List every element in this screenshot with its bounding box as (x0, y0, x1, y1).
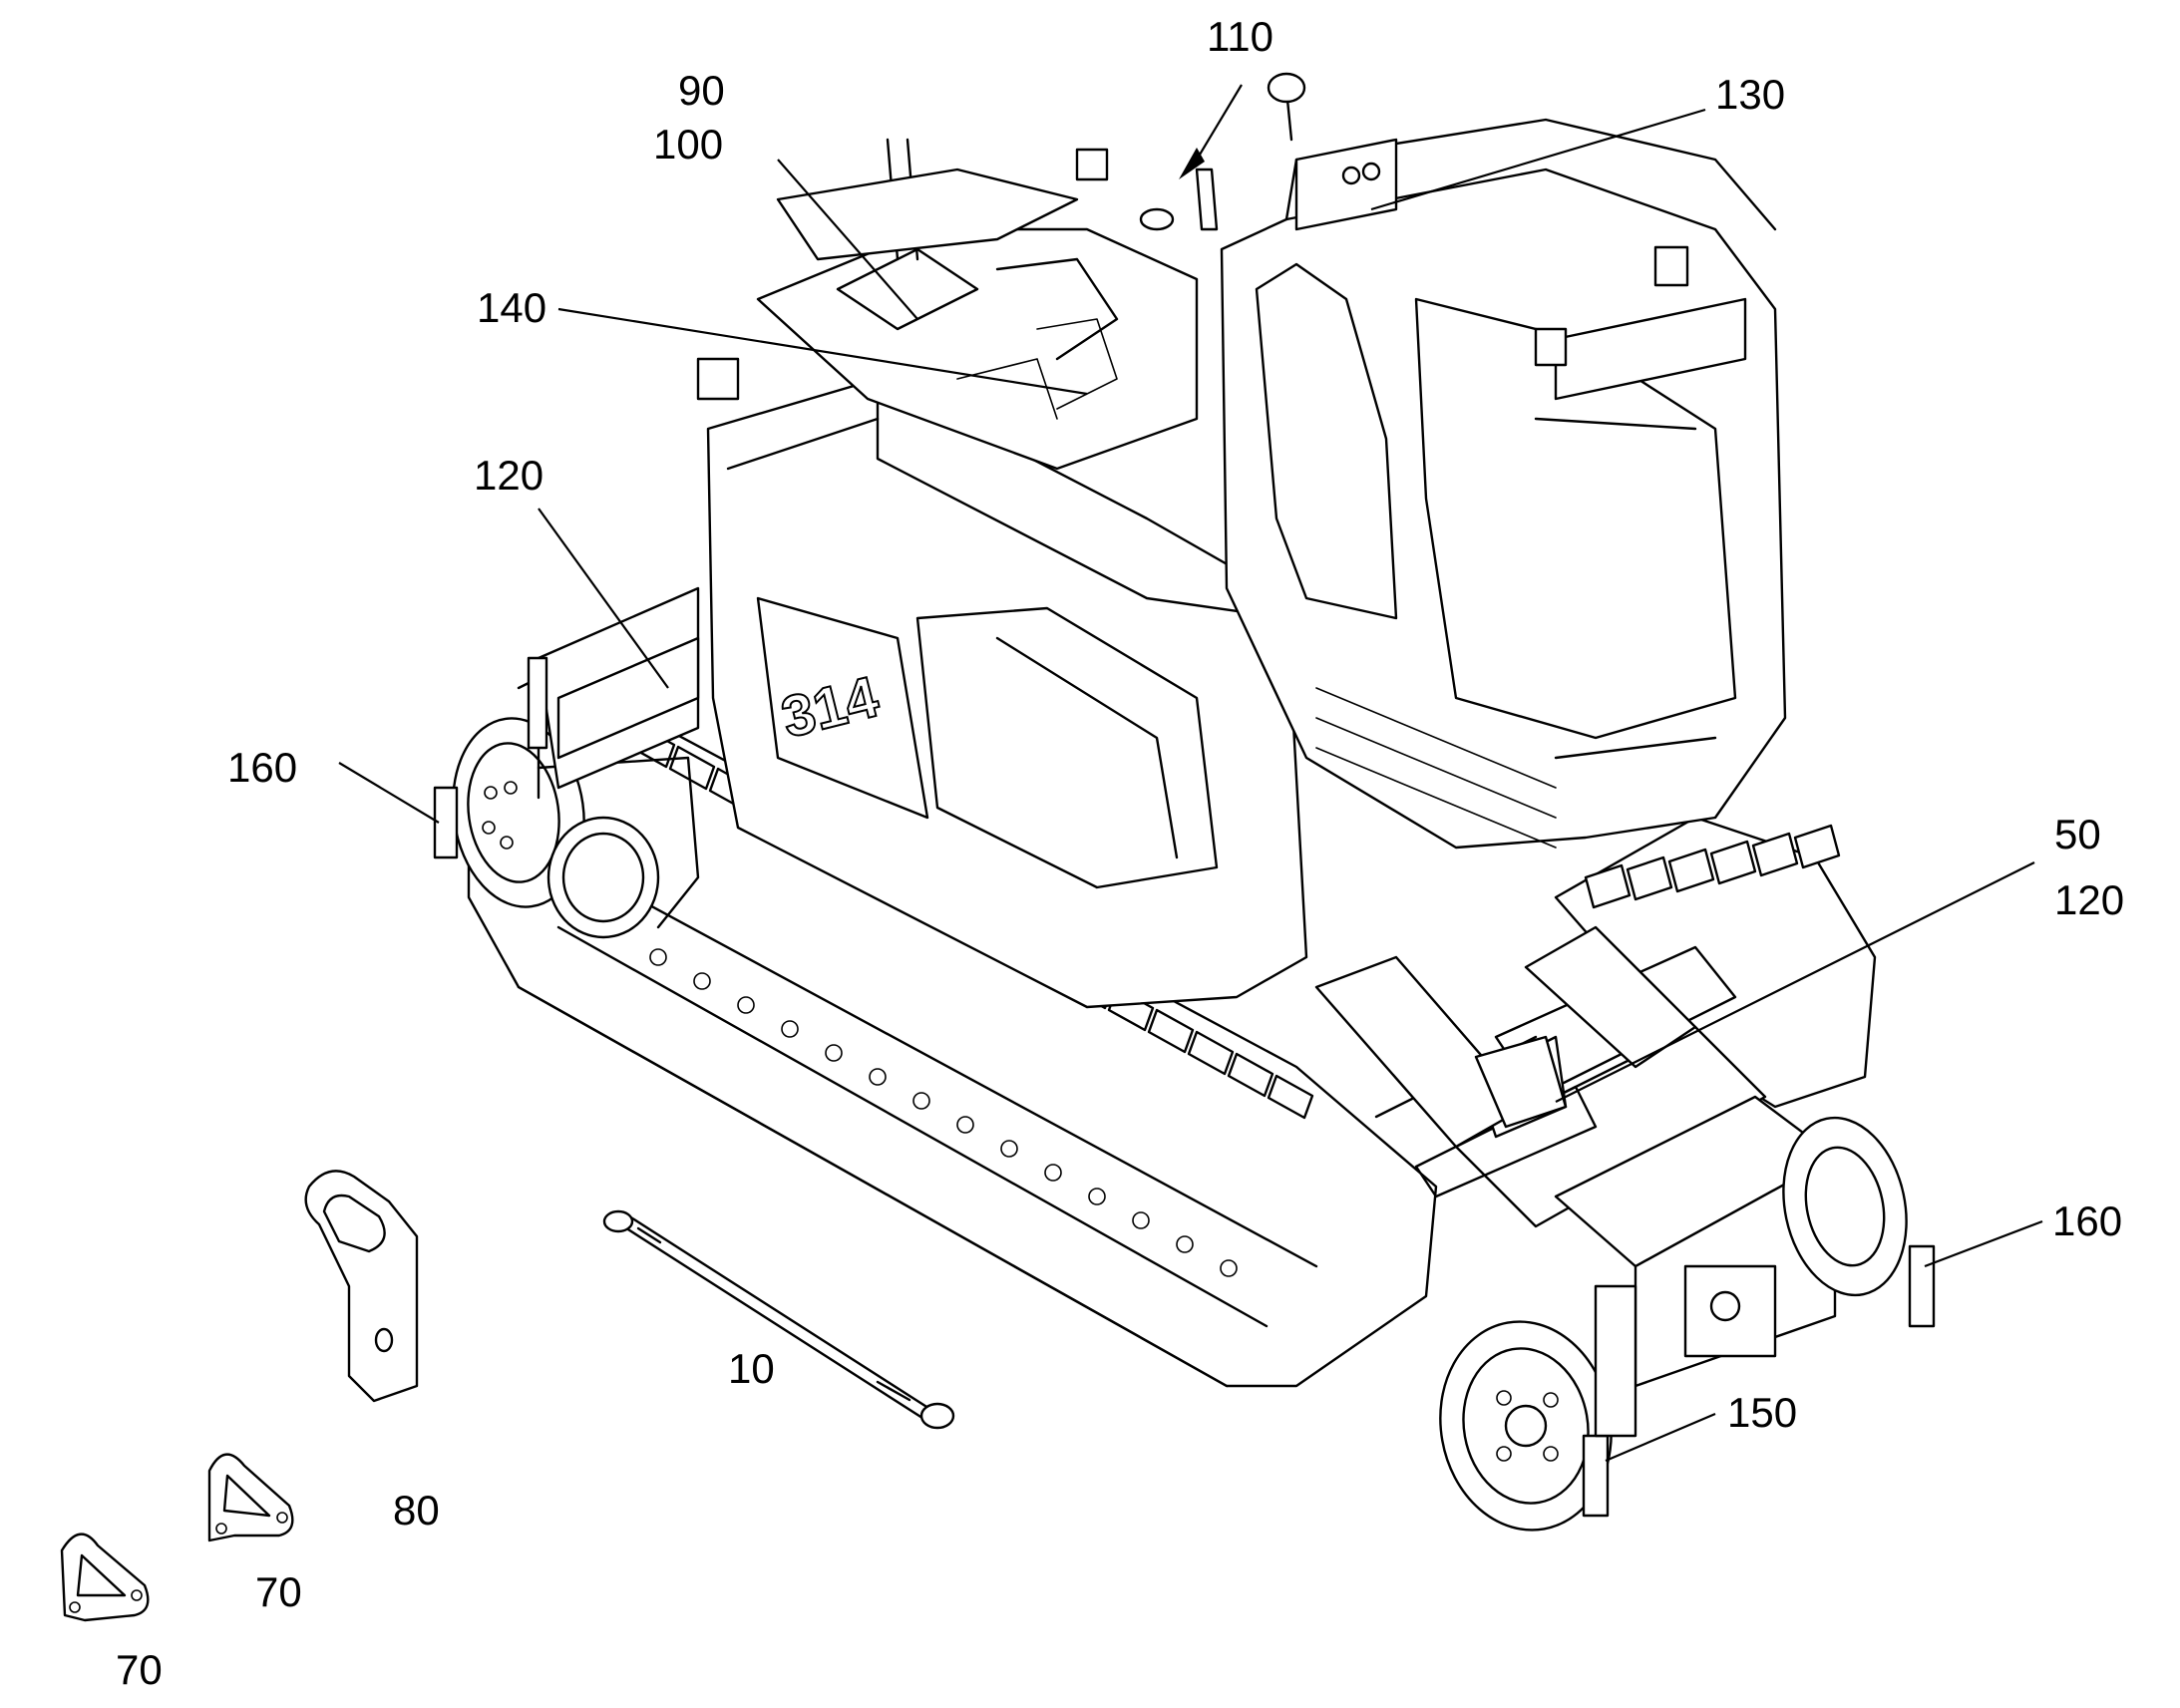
label-110: 110 (1207, 13, 1273, 60)
track-roller (649, 948, 667, 966)
track-pad (1147, 1008, 1195, 1054)
lifting-eye-70-mid (207, 1453, 294, 1542)
leader-140 (557, 307, 1088, 396)
leader-130 (1370, 108, 1706, 211)
left-rail-frame (517, 586, 700, 800)
track-roller (825, 1044, 843, 1062)
label-160-left: 160 (227, 744, 298, 791)
track-pad (1267, 1074, 1314, 1120)
lifting-eye-70-bottom (60, 1533, 150, 1622)
track-roller (781, 1020, 799, 1038)
label-70-mid: 70 (255, 1568, 302, 1615)
label-160-right: 160 (2052, 1197, 2123, 1244)
track-pad (1187, 1030, 1235, 1076)
tie-rod-10 (602, 1209, 955, 1430)
track-pad (1709, 840, 1757, 885)
leader-160-left (338, 762, 440, 824)
label-10: 10 (728, 1345, 775, 1392)
label-140: 140 (477, 284, 547, 331)
near-rear-rail-wheel (1439, 1284, 1637, 1532)
label-70-bottom: 70 (116, 1646, 163, 1693)
leader-120-left (538, 508, 669, 689)
leader-110 (1196, 84, 1243, 161)
leader-lines (338, 84, 2043, 1463)
leader-150 (1605, 1412, 1716, 1463)
right-rail-wheel (1782, 1116, 1936, 1328)
label-120-right: 120 (2054, 876, 2125, 923)
track-roller (1132, 1211, 1150, 1229)
label-130: 130 (1715, 71, 1786, 118)
label-120-left: 120 (474, 452, 545, 499)
label-100: 100 (653, 121, 724, 168)
label-50: 50 (2054, 811, 2101, 857)
bracket-80 (304, 1170, 419, 1403)
track-pad (1227, 1052, 1274, 1098)
counterweight-engine-hood: 314 (706, 377, 1308, 1009)
track-roller (737, 996, 755, 1014)
track-roller (1176, 1235, 1194, 1253)
track-roller (1000, 1140, 1018, 1158)
track-roller (912, 1092, 930, 1110)
track-pad (1751, 832, 1799, 877)
label-80: 80 (393, 1487, 440, 1534)
track-roller (1044, 1164, 1062, 1182)
rear-cylinders (1314, 925, 1697, 1149)
label-150: 150 (1727, 1389, 1798, 1436)
arrow-110-icon (1179, 148, 1205, 179)
leader-100 (777, 159, 918, 320)
track-roller (1088, 1188, 1106, 1205)
track-pad (1626, 855, 1673, 901)
track-pad (1667, 848, 1715, 893)
track-roller (956, 1116, 974, 1134)
track-pad (1793, 824, 1841, 869)
right-crawler-track (1554, 816, 1877, 1109)
track-pad (1584, 863, 1632, 909)
label-90: 90 (678, 67, 725, 114)
operator-cab (1220, 72, 1787, 850)
track-roller (869, 1068, 887, 1086)
track-roller (1220, 1259, 1238, 1277)
leader-50-120 (1555, 861, 2035, 1103)
leader-160-right (1924, 1219, 2043, 1268)
track-roller (693, 972, 711, 990)
